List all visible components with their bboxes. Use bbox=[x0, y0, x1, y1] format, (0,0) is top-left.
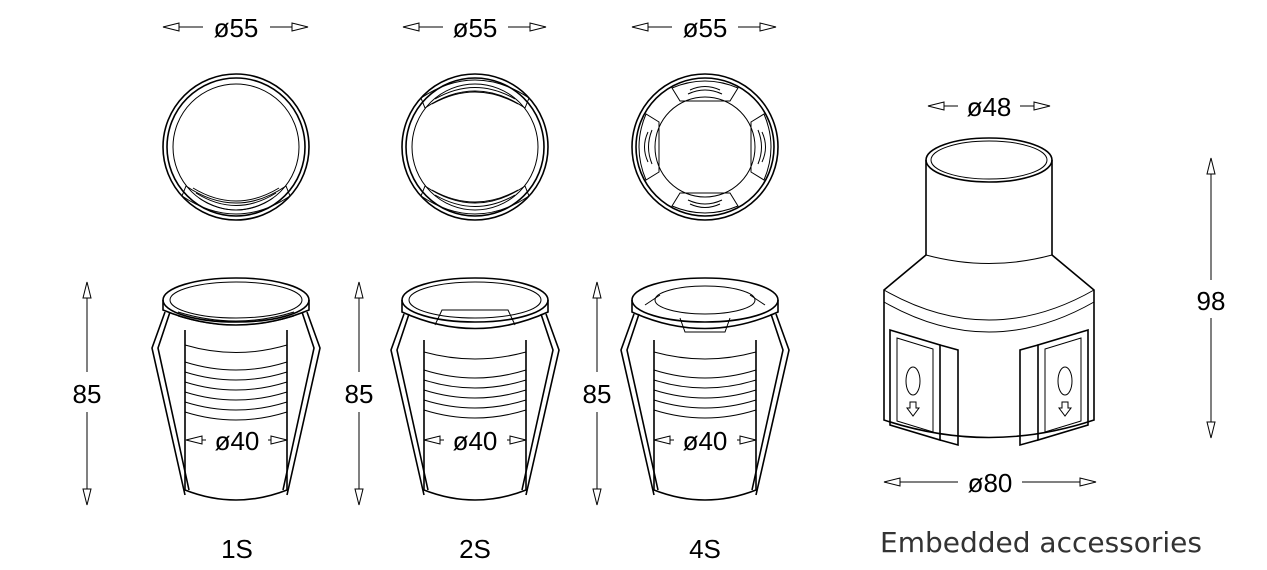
caption-4s: 4S bbox=[689, 534, 721, 564]
dimension-d40-2s: ø40 bbox=[423, 426, 527, 456]
dimension-h98: 98 bbox=[1197, 157, 1226, 439]
side-view-1s bbox=[151, 277, 321, 501]
accessory-view bbox=[883, 137, 1095, 447]
dim-h85-3: 85 bbox=[583, 379, 612, 409]
dim-d80: ø80 bbox=[968, 468, 1013, 498]
dim-d55-2: ø55 bbox=[453, 13, 498, 43]
dim-d40-2: ø40 bbox=[453, 426, 498, 456]
dim-h85-2: 85 bbox=[345, 379, 374, 409]
side-view-2s bbox=[390, 277, 560, 501]
caption-embedded-accessories: Embedded accessories bbox=[880, 526, 1202, 559]
dim-d40-3: ø40 bbox=[683, 426, 728, 456]
dimension-h85-4s: 85 bbox=[583, 281, 612, 506]
dim-d55-1: ø55 bbox=[214, 13, 259, 43]
top-view-2s bbox=[401, 73, 549, 221]
dimension-d48: ø48 bbox=[927, 92, 1051, 122]
dim-d55-3: ø55 bbox=[683, 13, 728, 43]
caption-1s: 1S bbox=[221, 534, 253, 564]
dim-d40-1: ø40 bbox=[215, 426, 260, 456]
top-view-1s bbox=[162, 73, 310, 221]
dimension-top-2s: ø55 bbox=[402, 13, 547, 43]
dimension-d40-1s: ø40 bbox=[185, 426, 288, 456]
dim-d48: ø48 bbox=[967, 92, 1012, 122]
dimension-d40-4s: ø40 bbox=[653, 426, 757, 456]
dimension-top-4s: ø55 bbox=[631, 13, 777, 43]
top-view-4s bbox=[631, 73, 779, 221]
dimension-h85-2s: 85 bbox=[345, 281, 374, 506]
caption-2s: 2S bbox=[459, 534, 491, 564]
dimension-h85-1s: 85 bbox=[73, 281, 102, 506]
dimension-top-1s: ø55 bbox=[162, 13, 309, 43]
dim-h98: 98 bbox=[1197, 286, 1226, 316]
dim-h85-1: 85 bbox=[73, 379, 102, 409]
dimension-d80: ø80 bbox=[883, 468, 1097, 498]
side-view-4s bbox=[620, 277, 790, 501]
